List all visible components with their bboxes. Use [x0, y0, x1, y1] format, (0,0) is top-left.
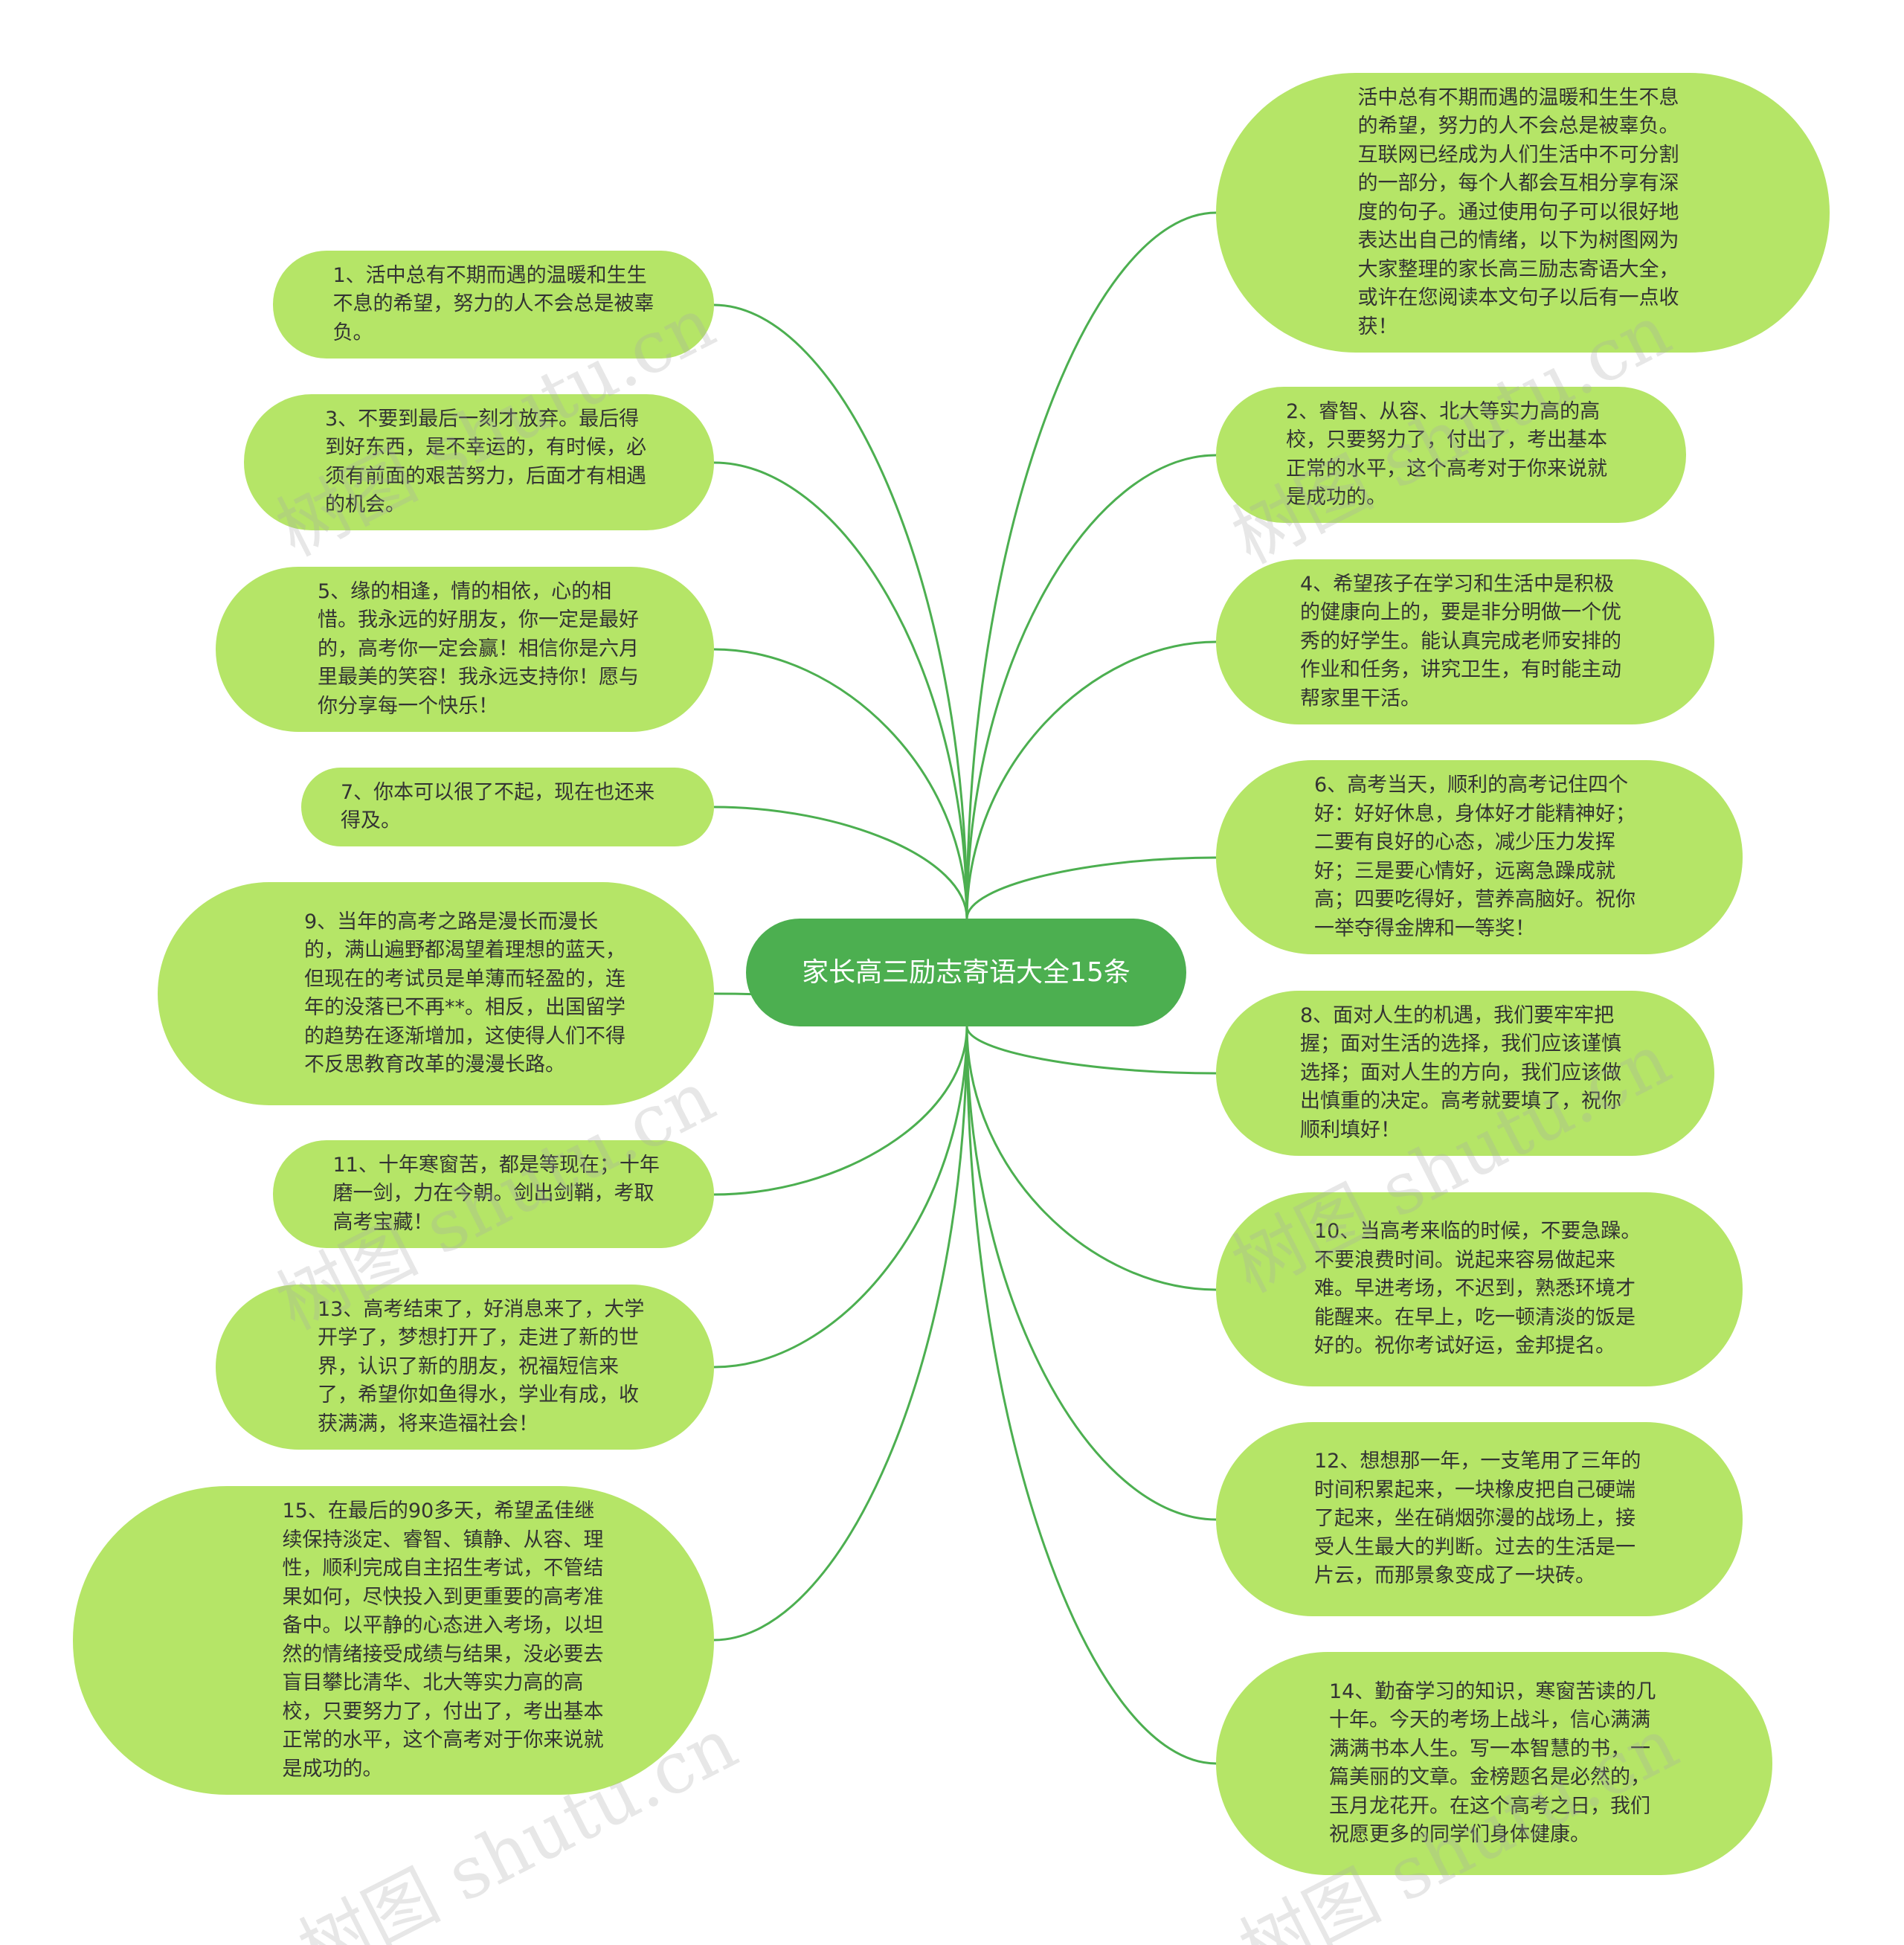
topic-node-text: 14、勤奋学习的知识，寒窗苦读的几十年。今天的考场上战斗，信心满满满满书本人生。… [1329, 1679, 1656, 1847]
central-topic-title: 家长高三励志寄语大全15条 [802, 957, 1130, 988]
topic-node-7[interactable]: 7、你本可以很了不起，现在也还来得及。 [301, 768, 714, 846]
connector-left-7 [713, 1026, 968, 1642]
topic-node-text: 5、缘的相逢，情的相依，心的相惜。我永远的好朋友，你一定是最好的，高考你一定会赢… [318, 579, 639, 718]
central-topic[interactable]: 家长高三励志寄语大全15条 [746, 919, 1186, 1026]
topic-node-text: 8、面对人生的机遇，我们要牢牢把握；面对生活的选择，我们应该谨慎选择；面对人生的… [1300, 1003, 1621, 1142]
topic-node-5[interactable]: 5、缘的相逢，情的相依，心的相惜。我永远的好朋友，你一定是最好的，高考你一定会赢… [216, 567, 714, 732]
intro-node-text: 活中总有不期而遇的温暖和生生不息的希望，努力的人不会总是被辜负。互联网已经成为人… [1357, 86, 1679, 338]
intro-node[interactable]: 活中总有不期而遇的温暖和生生不息的希望，努力的人不会总是被辜负。互联网已经成为人… [1216, 73, 1830, 353]
topic-node-text: 2、睿智、从容、北大等实力高的高校，只要努力了，付出了，考出基本正常的水平，这个… [1286, 399, 1607, 509]
connector-right-3 [965, 856, 1217, 919]
topic-node-text: 10、当高考来临的时候，不要急躁。不要浪费时间。说起来容易做起来难。早进考场，不… [1314, 1220, 1641, 1358]
topic-node-text: 1、活中总有不期而遇的温暖和生生不息的希望，努力的人不会总是被辜负。 [332, 263, 654, 344]
topic-node-14[interactable]: 14、勤奋学习的知识，寒窗苦读的几十年。今天的考场上战斗，信心满满满满书本人生。… [1216, 1652, 1772, 1875]
connector-right-5 [965, 1026, 1217, 1291]
topic-node-text: 9、当年的高考之路是漫长而漫长的，满山遍野都渴望着理想的蓝天，但现在的考试员是单… [304, 910, 625, 1077]
topic-node-10[interactable]: 10、当高考来临的时候，不要急躁。不要浪费时间。说起来容易做起来难。早进考场，不… [1216, 1192, 1743, 1386]
connector-left-6 [713, 1026, 968, 1369]
connector-right-2 [965, 640, 1217, 919]
topic-node-8[interactable]: 8、面对人生的机遇，我们要牢牢把握；面对生活的选择，我们应该谨慎选择；面对人生的… [1216, 991, 1714, 1156]
topic-node-text: 6、高考当天，顺利的高考记住四个好：好好休息，身体好才能精神好；二要有良好的心态… [1314, 774, 1636, 940]
topic-node-3[interactable]: 3、不要到最后一刻才放弃。最后得到好东西，是不幸运的，有时候，必须有前面的艰苦努… [244, 394, 714, 530]
topic-node-4[interactable]: 4、希望孩子在学习和生活中是积极的健康向上的，要是非分明做一个优秀的好学生。能认… [1216, 559, 1714, 724]
topic-node-text: 11、十年寒窗苦，都是等现在；十年磨一剑，力在今朝。剑出剑鞘，考取高考宝藏！ [332, 1153, 660, 1234]
topic-node-text: 12、想想那一年，一支笔用了三年的时间积累起来，一块橡皮把自己硬端了起来，坐在硝… [1314, 1450, 1641, 1588]
connector-left-3 [713, 806, 968, 919]
topic-node-6[interactable]: 6、高考当天，顺利的高考记住四个好：好好休息，身体好才能精神好；二要有良好的心态… [1216, 760, 1743, 954]
topic-node-text: 13、高考结束了，好消息来了，大学开学了，梦想打开了，走进了新的世界，认识了新的… [318, 1297, 645, 1436]
topic-node-text: 3、不要到最后一刻才放弃。最后得到好东西，是不幸运的，有时候，必须有前面的艰苦努… [325, 407, 646, 517]
connector-right-7 [965, 1026, 1217, 1765]
connector-right-1 [965, 454, 1217, 919]
topic-node-13[interactable]: 13、高考结束了，好消息来了，大学开学了，梦想打开了，走进了新的世界，认识了新的… [216, 1285, 714, 1450]
topic-node-9[interactable]: 9、当年的高考之路是漫长而漫长的，满山遍野都渴望着理想的蓝天，但现在的考试员是单… [158, 882, 714, 1105]
connector-right-6 [965, 1026, 1217, 1521]
topic-node-15[interactable]: 15、在最后的90多天，希望孟佳继续保持淡定、睿智、镇静、从容、理性，顺利完成自… [73, 1486, 714, 1795]
connector-left-0 [713, 303, 968, 919]
topic-node-text: 15、在最后的90多天，希望孟佳继续保持淡定、睿智、镇静、从容、理性，顺利完成自… [282, 1499, 604, 1781]
topic-node-11[interactable]: 11、十年寒窗苦，都是等现在；十年磨一剑，力在今朝。剑出剑鞘，考取高考宝藏！ [273, 1140, 714, 1248]
topic-node-1[interactable]: 1、活中总有不期而遇的温暖和生生不息的希望，努力的人不会总是被辜负。 [273, 251, 714, 359]
topic-node-text: 4、希望孩子在学习和生活中是积极的健康向上的，要是非分明做一个优秀的好学生。能认… [1300, 572, 1621, 710]
connector-left-1 [713, 461, 968, 919]
topic-node-2[interactable]: 2、睿智、从容、北大等实力高的高校，只要努力了，付出了，考出基本正常的水平，这个… [1216, 387, 1686, 523]
connector-right-0 [965, 211, 1217, 919]
connector-left-2 [713, 648, 968, 919]
topic-node-12[interactable]: 12、想想那一年，一支笔用了三年的时间积累起来，一块橡皮把自己硬端了起来，坐在硝… [1216, 1422, 1743, 1616]
connector-left-5 [713, 1026, 968, 1196]
topic-node-text: 7、你本可以很了不起，现在也还来得及。 [341, 780, 655, 833]
connector-right-4 [965, 1026, 1217, 1075]
